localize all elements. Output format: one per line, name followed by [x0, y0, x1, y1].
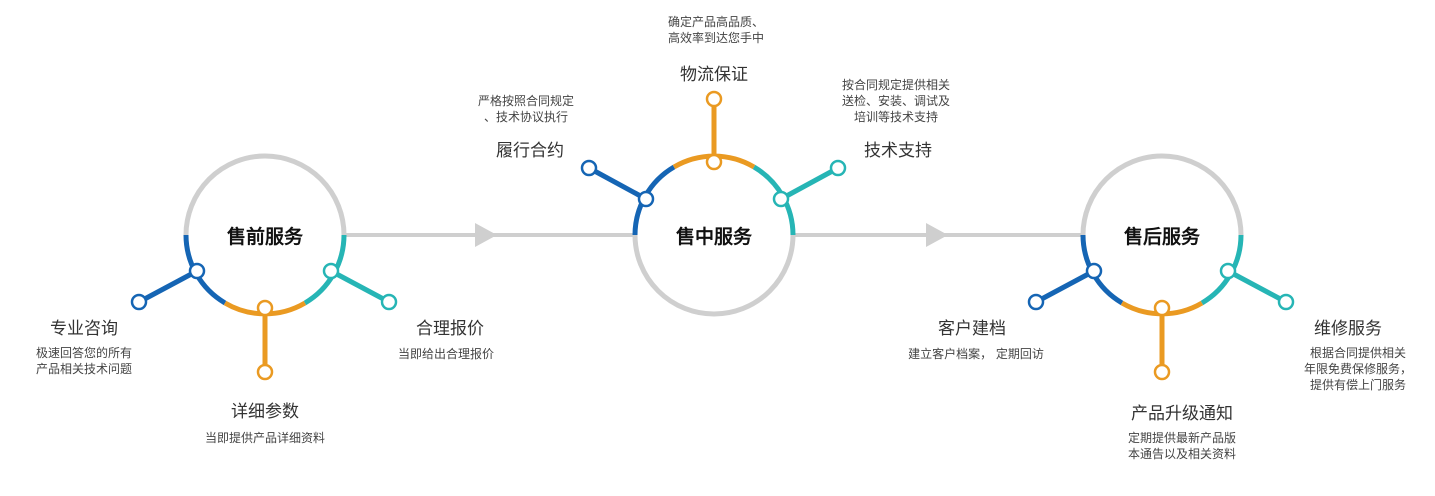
item-desc-contract: 严格按照合同规定、技术协议执行: [477, 94, 574, 124]
item-desc-logistics: 确定产品高品质、高效率到达您手中: [667, 15, 764, 45]
item-desc-consult: 极速回答您的所有产品相关技术问题: [35, 346, 132, 376]
item-desc-params: 当即提供产品详细资料: [204, 431, 325, 445]
hub-label-insales: 售中服务: [675, 226, 752, 248]
item-desc-support: 按合同规定提供相关送检、安装、调试及培训等技术支持: [841, 78, 950, 124]
item-title-quote: 合理报价: [416, 319, 484, 339]
item-title-upgrade: 产品升级通知: [1131, 404, 1233, 424]
item-desc-upgrade: 定期提供最新产品版本通告以及相关资料: [1127, 431, 1236, 461]
hub-label-aftersales: 售后服务: [1123, 226, 1200, 248]
arrow-head-2: [926, 223, 948, 247]
hub-label-presales: 售前服务: [226, 226, 303, 248]
item-title-support: 技术支持: [864, 141, 932, 161]
item-title-consult: 专业咨询: [50, 319, 118, 339]
stage-aftersales-ring: [1027, 153, 1295, 381]
arrow-head-1: [475, 223, 497, 247]
item-desc-archive: 建立客户档案， 定期回访: [908, 347, 1044, 361]
stage-insales-ring: [580, 90, 847, 317]
item-title-repair: 维修服务: [1314, 319, 1382, 339]
item-title-params: 详细参数: [231, 402, 299, 422]
item-title-logistics: 物流保证: [680, 65, 748, 85]
item-desc-repair: 根据合同提供相关年限免费保修服务，提供有偿上门服务: [1303, 346, 1412, 392]
stage-presales-ring: [130, 153, 398, 381]
item-title-archive: 客户建档: [938, 319, 1006, 339]
item-desc-quote: 当即给出合理报价: [397, 347, 494, 361]
item-title-contract: 履行合约: [496, 141, 564, 161]
